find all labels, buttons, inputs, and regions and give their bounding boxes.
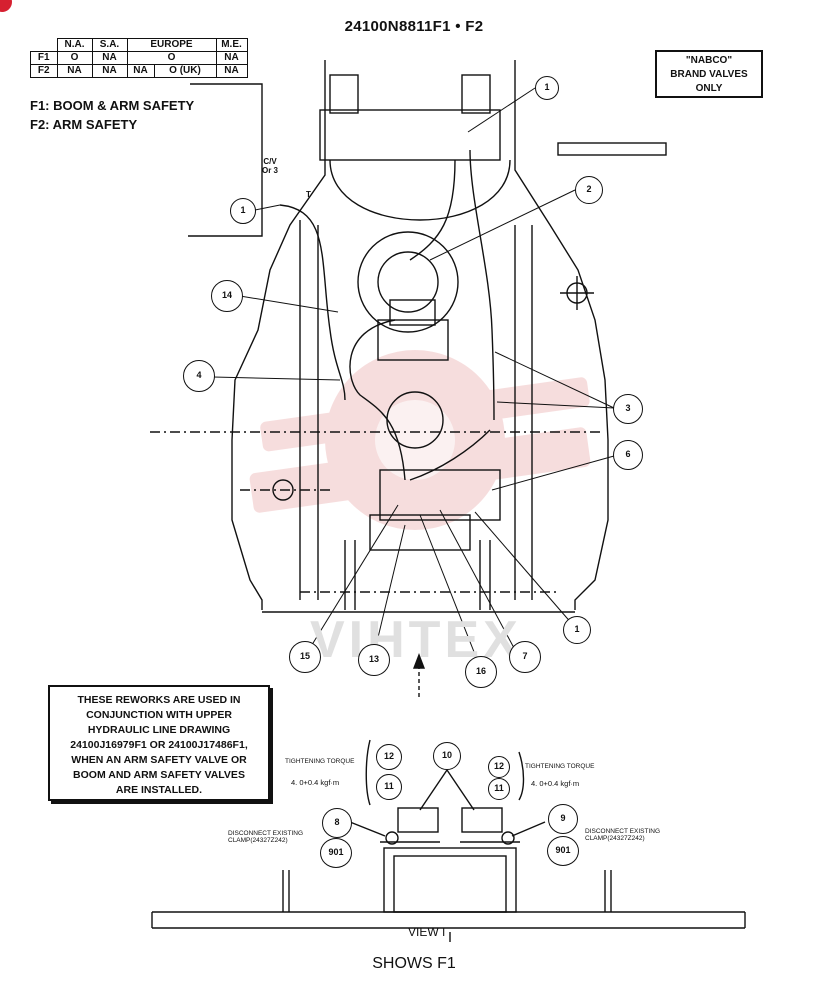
table-cell: O (UK)	[153, 64, 217, 78]
balloon-16: 16	[465, 656, 497, 688]
balloon-1-top: 1	[535, 76, 559, 100]
figure-caption: SHOWS F1	[372, 955, 456, 972]
rework-note-box: THESE REWORKS ARE USED IN CONJUNCTION WI…	[48, 685, 270, 801]
balloon-901-left: 901	[320, 838, 352, 868]
balloon-1-right: 1	[563, 616, 591, 644]
corner-mark	[0, 0, 12, 12]
clamp-right-label: DISCONNECT EXISTING CLAMP(24327Z242)	[585, 828, 661, 842]
balloon-8: 8	[322, 808, 352, 838]
drawing-number: 24100N8811F1 • F2	[344, 18, 484, 35]
table-cell: NA	[215, 64, 248, 78]
balloon-7: 7	[509, 641, 541, 673]
clamp-left-label: DISCONNECT EXISTING CLAMP(24327Z242)	[228, 830, 304, 844]
balloon-1-left: 1	[230, 198, 256, 224]
balloon-2: 2	[575, 176, 603, 204]
balloon-6: 6	[613, 440, 643, 470]
nabco-note-line: "NABCO"	[685, 55, 733, 66]
table-cell: NA	[91, 64, 128, 78]
rework-note-line: CONJUNCTION WITH UPPER	[86, 709, 232, 721]
rework-note-line: 24100J16979F1 OR 24100J17486F1,	[70, 739, 248, 751]
rework-note-line: THESE REWORKS ARE USED IN	[77, 694, 241, 706]
balloon-4: 4	[183, 360, 215, 392]
balloon-10: 10	[433, 742, 461, 770]
t-port-label: T	[306, 190, 311, 199]
balloon-3: 3	[613, 394, 643, 424]
table-row: N.A. S.A. EUROPE M.E.	[31, 38, 248, 52]
balloon-11-right: 11	[488, 778, 510, 800]
rework-note-line: ARE INSTALLED.	[115, 784, 203, 796]
nabco-note-box: "NABCO" BRAND VALVES ONLY	[655, 50, 763, 98]
nabco-note-line: ONLY	[695, 83, 723, 94]
torque-left-label: TIGHTENING TORQUE 4. 0+0.4 kgf·m	[285, 758, 355, 787]
balloon-11-left: 11	[376, 774, 402, 800]
table-row: F2 NA NA NA O (UK) NA	[30, 64, 248, 78]
legend-f1: F1: BOOM & ARM SAFETY	[30, 98, 195, 113]
rework-note-line: WHEN AN ARM SAFETY VALVE OR	[71, 754, 247, 766]
legend-f2: F2: ARM SAFETY	[30, 117, 138, 132]
view-label: VIEW I	[408, 925, 446, 939]
balloon-12-left: 12	[376, 744, 402, 770]
cv-label: C/V Or 3	[262, 157, 279, 175]
rework-note-line: BOOM AND ARM SAFETY VALVES	[73, 769, 245, 781]
rework-note-line: HYDRAULIC LINE DRAWING	[87, 724, 231, 736]
nabco-note-line: BRAND VALVES	[670, 69, 748, 80]
table-cell: NA	[56, 64, 93, 78]
balloon-13: 13	[358, 644, 390, 676]
torque-right-label: TIGHTENING TORQUE 4. 0+0.4 kgf·m	[525, 763, 595, 788]
region-availability-table: N.A. S.A. EUROPE M.E. F1 O NA O NA F2 NA…	[30, 38, 248, 78]
balloon-14: 14	[211, 280, 243, 312]
balloon-901-right: 901	[547, 836, 579, 866]
balloon-15: 15	[289, 641, 321, 673]
balloon-9: 9	[548, 804, 578, 834]
balloon-12-right: 12	[488, 756, 510, 778]
